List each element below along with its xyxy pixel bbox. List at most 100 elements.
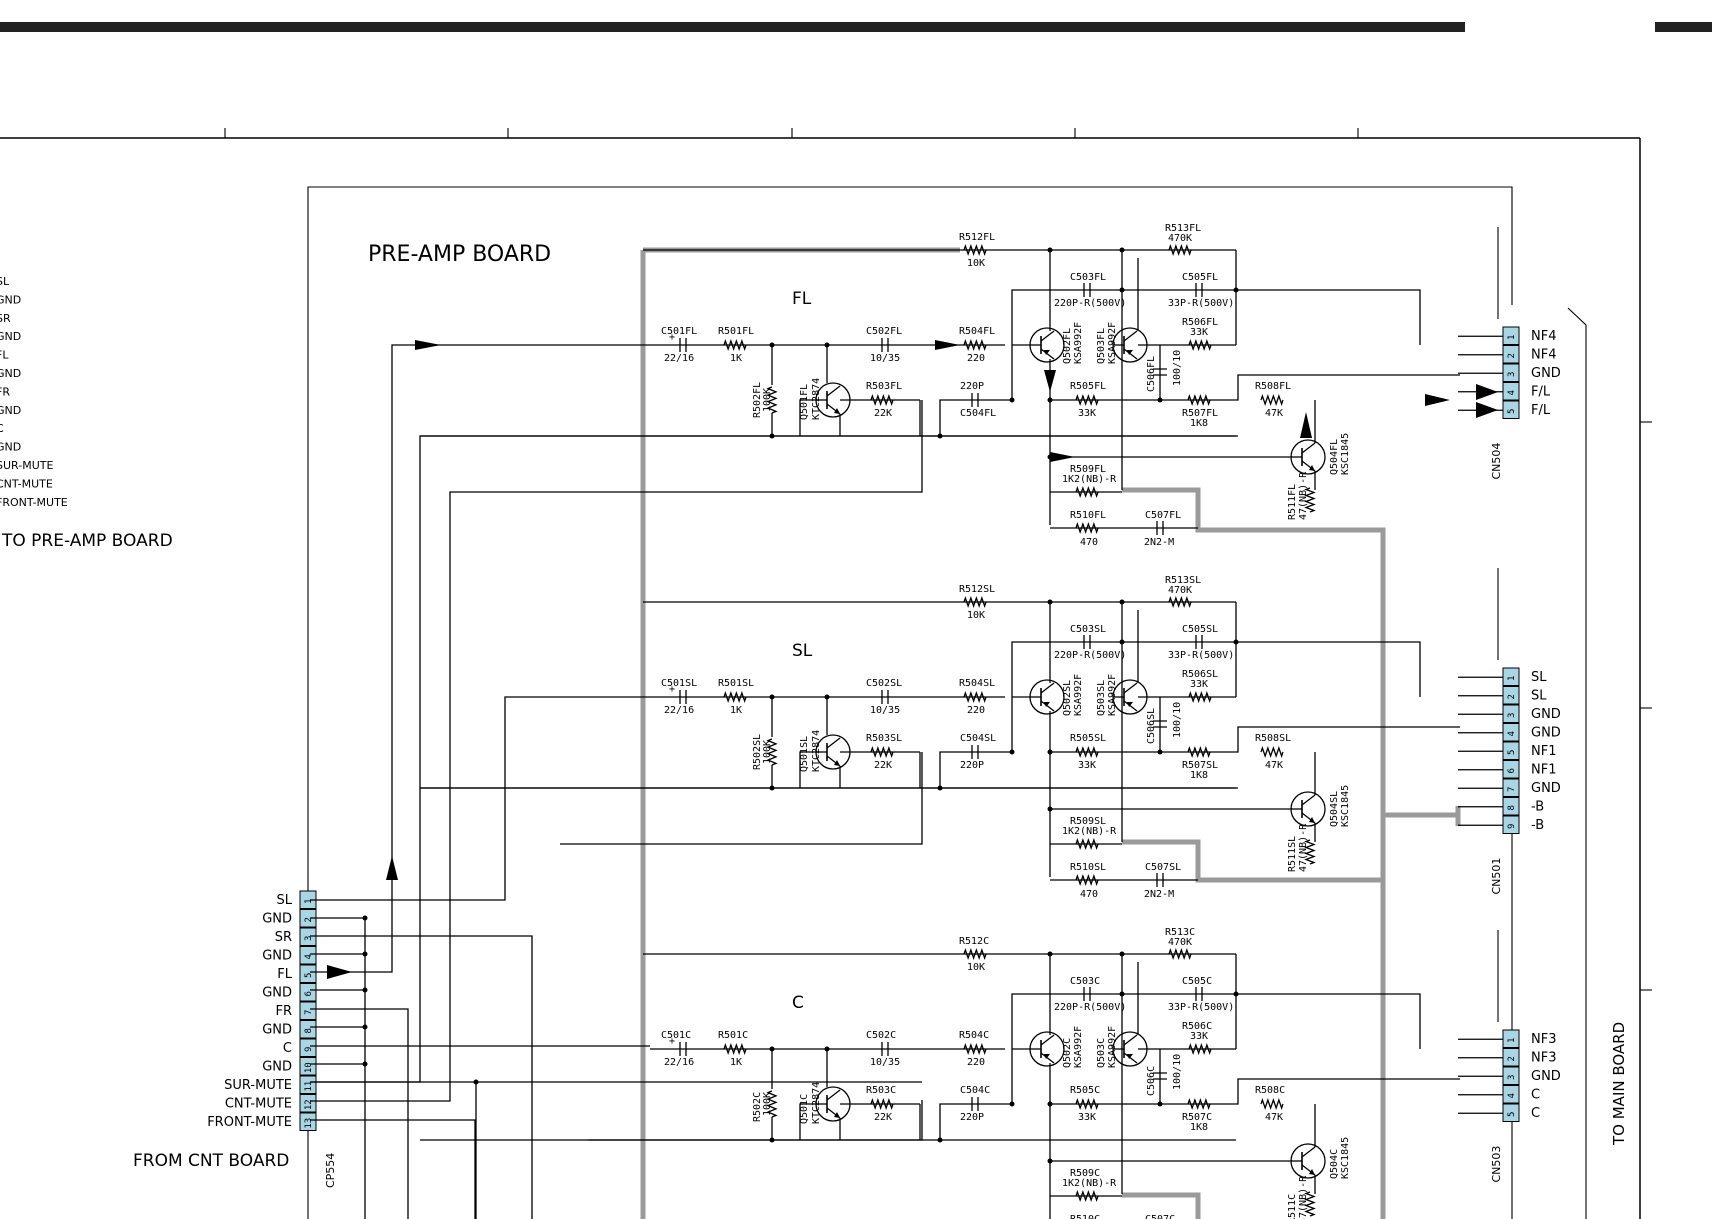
pin-number: 9 (1507, 824, 1517, 829)
resistor-symbol (963, 244, 987, 256)
part-label: 220P (960, 1112, 984, 1123)
part-label: R505C (1070, 1085, 1100, 1096)
part-label: R512SL (959, 584, 995, 595)
connector-ref: CP554 (324, 1153, 337, 1188)
part-label: 33K (1190, 327, 1208, 338)
part-label: KSA992F (1107, 322, 1118, 364)
connector-signal: NF1 (1531, 744, 1556, 759)
connector-pin (299, 1020, 317, 1039)
part-label: R501C (718, 1030, 748, 1041)
left-signal-item: FR (0, 385, 10, 398)
capacitor-symbol (971, 1097, 979, 1111)
resistor-symbol (1260, 394, 1284, 407)
part-label: 22/16 (664, 705, 694, 716)
part-label: 1K (730, 705, 742, 716)
capacitor-symbol (1195, 635, 1203, 649)
part-label: 220 (967, 705, 985, 716)
part-label: C506FL (1146, 356, 1157, 392)
part-label: C503SL (1070, 624, 1106, 635)
resistor-symbol (1075, 874, 1099, 887)
connector-signal: C (1531, 1106, 1540, 1121)
pin-number: 13 (304, 1118, 314, 1129)
part-label: R506FL (1182, 317, 1218, 328)
pin-number: 1 (1507, 1038, 1517, 1043)
polarity-mark: + (669, 684, 675, 695)
part-label: R506SL (1182, 669, 1218, 680)
left-signal-item: SUR-MUTE (0, 459, 53, 472)
part-label: R502C (752, 1092, 763, 1122)
part-label: 220P-R(500V) (1054, 1002, 1126, 1013)
part-label: 33K (1078, 760, 1096, 771)
part-label: R513FL (1165, 223, 1201, 234)
part-label: Q501C (799, 1094, 810, 1124)
part-label: R503SL (866, 733, 902, 744)
capacitor-symbol (1195, 987, 1203, 1001)
pin-number: 4 (304, 954, 314, 959)
pin-number: 7 (1507, 787, 1517, 792)
resistor-symbol (766, 386, 778, 414)
connector-signal: F/L (1531, 403, 1551, 418)
part-label: R509FL (1070, 464, 1106, 475)
left-signal-item: GND (0, 404, 21, 417)
connector-signal: F/L (1531, 385, 1551, 400)
part-label: 1K8 (1190, 770, 1208, 781)
capacitor-symbol (679, 690, 687, 704)
resistor-symbol (1304, 839, 1316, 865)
part-label: 22/16 (664, 353, 694, 364)
part-label: 47K (1265, 408, 1283, 419)
resistor-symbol (723, 339, 747, 351)
part-label: 47K (1265, 1112, 1283, 1123)
part-label: 1K (730, 1057, 742, 1068)
transistor-symbol (1290, 1143, 1326, 1179)
connector-pin (299, 1001, 317, 1020)
part-label: KTC2874 (811, 1082, 822, 1124)
pin-number: 3 (304, 936, 314, 941)
part-label: R505SL (1070, 733, 1106, 744)
part-label: 100K (762, 740, 773, 764)
pin-number: 2 (304, 917, 314, 922)
connector-signal: -B (1531, 818, 1544, 833)
resistor-symbol (1075, 746, 1099, 759)
part-label: 33K (1190, 679, 1208, 690)
part-label: 22K (874, 1112, 892, 1123)
part-label: 33K (1078, 1112, 1096, 1123)
pin-number: 5 (304, 973, 314, 978)
from-cnt-label: FROM CNT BOARD (133, 1151, 289, 1171)
left-signal-item: GND (0, 293, 21, 306)
transistor-symbol (1029, 327, 1065, 363)
part-label: C501SL (661, 678, 697, 689)
pin-number: 6 (1507, 768, 1517, 773)
resistor-symbol (1187, 394, 1211, 407)
part-label: R501FL (718, 326, 754, 337)
part-label: 33P-R(500V) (1168, 1002, 1234, 1013)
resistor-symbol (1075, 522, 1099, 535)
part-label: 470K (1168, 937, 1192, 948)
resistor-symbol (723, 691, 747, 703)
part-label: KSC1845 (1340, 785, 1351, 827)
resistor-symbol (723, 1043, 747, 1055)
connector-pin (299, 1038, 317, 1057)
connector-pin (299, 1112, 317, 1131)
signal-arrow (1300, 412, 1312, 438)
part-label: C505C (1182, 976, 1212, 987)
pin-number: 2 (1507, 1056, 1517, 1061)
capacitor-symbol (1156, 873, 1164, 887)
capacitor-symbol (679, 338, 687, 352)
part-label: Q501FL (799, 384, 810, 420)
pin-number: 5 (1507, 409, 1517, 414)
connector-pin (299, 946, 317, 965)
output-arrows (1425, 384, 1498, 418)
part-label: KSA992F (1107, 674, 1118, 716)
part-label: KSA992F (1073, 674, 1084, 716)
pin-number: 7 (304, 1010, 314, 1015)
part-label: R506C (1182, 1021, 1212, 1032)
capacitor-symbol (1083, 283, 1091, 297)
pin-number: 10 (304, 1062, 314, 1073)
capacitor-symbol (1156, 521, 1164, 535)
left-signal-item: C (0, 422, 4, 435)
part-label: Q501SL (799, 736, 810, 772)
part-label: R504C (959, 1030, 989, 1041)
part-label: R507SL (1182, 760, 1218, 771)
